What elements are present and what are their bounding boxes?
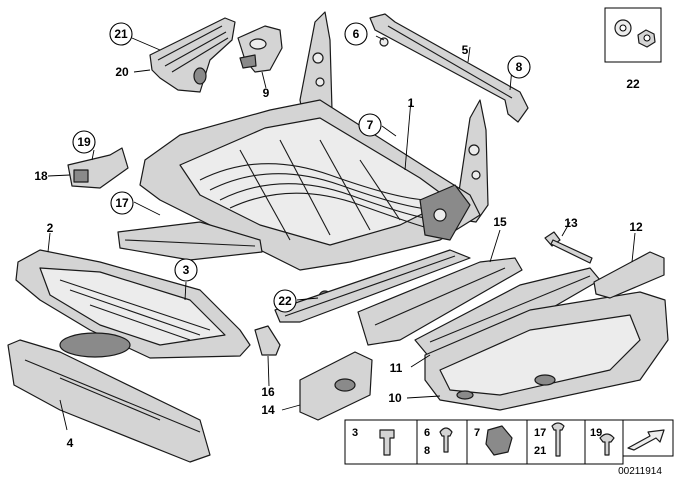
- callout-17-circle: [110, 191, 134, 215]
- callout-19-circle: [72, 130, 96, 154]
- callout-22-circle: [273, 289, 297, 313]
- legend-3-label: 3: [352, 427, 358, 439]
- part-seat-pan-2: [15, 249, 251, 359]
- callout-14: 14: [261, 403, 275, 417]
- part-end-cap-12: [593, 251, 665, 299]
- callout-13: 13: [564, 216, 578, 230]
- callout-7: 7: [367, 118, 374, 132]
- callout-labels: 21 20 9 6 5 8 22 1 7 19 18 17 2 15 13 12…: [34, 22, 643, 450]
- document-number: 00211914: [618, 466, 662, 477]
- callout-21: 21: [114, 27, 128, 41]
- legend-cell-3: [344, 419, 418, 465]
- part-front-trim-4: [7, 339, 211, 463]
- callout-7-circle: [358, 113, 382, 137]
- callout-8-circle: [507, 55, 531, 79]
- callout-3: 3: [183, 263, 190, 277]
- part-cover-left: [149, 17, 236, 93]
- callout-16: 16: [261, 385, 275, 399]
- callout-6: 6: [353, 27, 360, 41]
- direction-arrow-icon: [627, 429, 665, 451]
- legend-8-label: 8: [424, 445, 430, 457]
- clip-7-icon: [485, 425, 513, 456]
- callout-19: 19: [77, 135, 91, 149]
- callout-21-circle: [109, 22, 133, 46]
- leader-lines: [47, 35, 636, 431]
- callout-22-top: 22: [626, 77, 640, 91]
- screw-17-21-icon: [551, 422, 565, 457]
- legend-7-label: 7: [474, 427, 480, 439]
- callout-4: 4: [67, 436, 74, 450]
- part-side-panel-10: [414, 267, 669, 411]
- fastener-legend: 3 6 8 7 17 21 19 00211914: [344, 419, 674, 477]
- part-control-unit-14: [299, 351, 373, 421]
- legend-cell-6-8: [416, 419, 468, 465]
- part-nut-22-box: [604, 7, 662, 63]
- part-seat-rail-17: [117, 221, 263, 261]
- part-inner-rail: [274, 249, 471, 323]
- callout-6-circle: [344, 22, 368, 46]
- screw-6-8-icon: [439, 427, 453, 453]
- callout-12: 12: [629, 220, 643, 234]
- legend-17-label: 17: [534, 427, 546, 439]
- part-bracket-9: [237, 25, 283, 73]
- callout-10: 10: [388, 391, 402, 405]
- part-bracket-18: [67, 147, 129, 189]
- part-crossbar-5: [369, 13, 529, 123]
- callout-8: 8: [516, 60, 523, 74]
- callout-5: 5: [462, 43, 469, 57]
- callout-11: 11: [390, 361, 403, 375]
- legend-21-label: 21: [534, 445, 546, 457]
- callout-1: 1: [408, 96, 415, 110]
- callout-18: 18: [34, 169, 48, 183]
- screw-19-icon: [599, 433, 615, 456]
- screw-3-icon: [379, 429, 395, 456]
- callout-20: 20: [115, 65, 129, 79]
- callout-22-lower: 22: [278, 294, 292, 308]
- legend-19-label: 19: [590, 427, 602, 439]
- callout-17: 17: [115, 196, 129, 210]
- callout-15: 15: [493, 215, 507, 229]
- callout-9: 9: [263, 86, 270, 100]
- part-rail-cover-15: [357, 257, 523, 346]
- legend-6-label: 6: [424, 427, 430, 439]
- callout-2: 2: [47, 221, 54, 235]
- part-bolt-13: [544, 231, 593, 264]
- callout-3-circle: [174, 258, 198, 282]
- part-clip-16: [254, 325, 281, 356]
- part-seat-frame-1: [139, 11, 489, 304]
